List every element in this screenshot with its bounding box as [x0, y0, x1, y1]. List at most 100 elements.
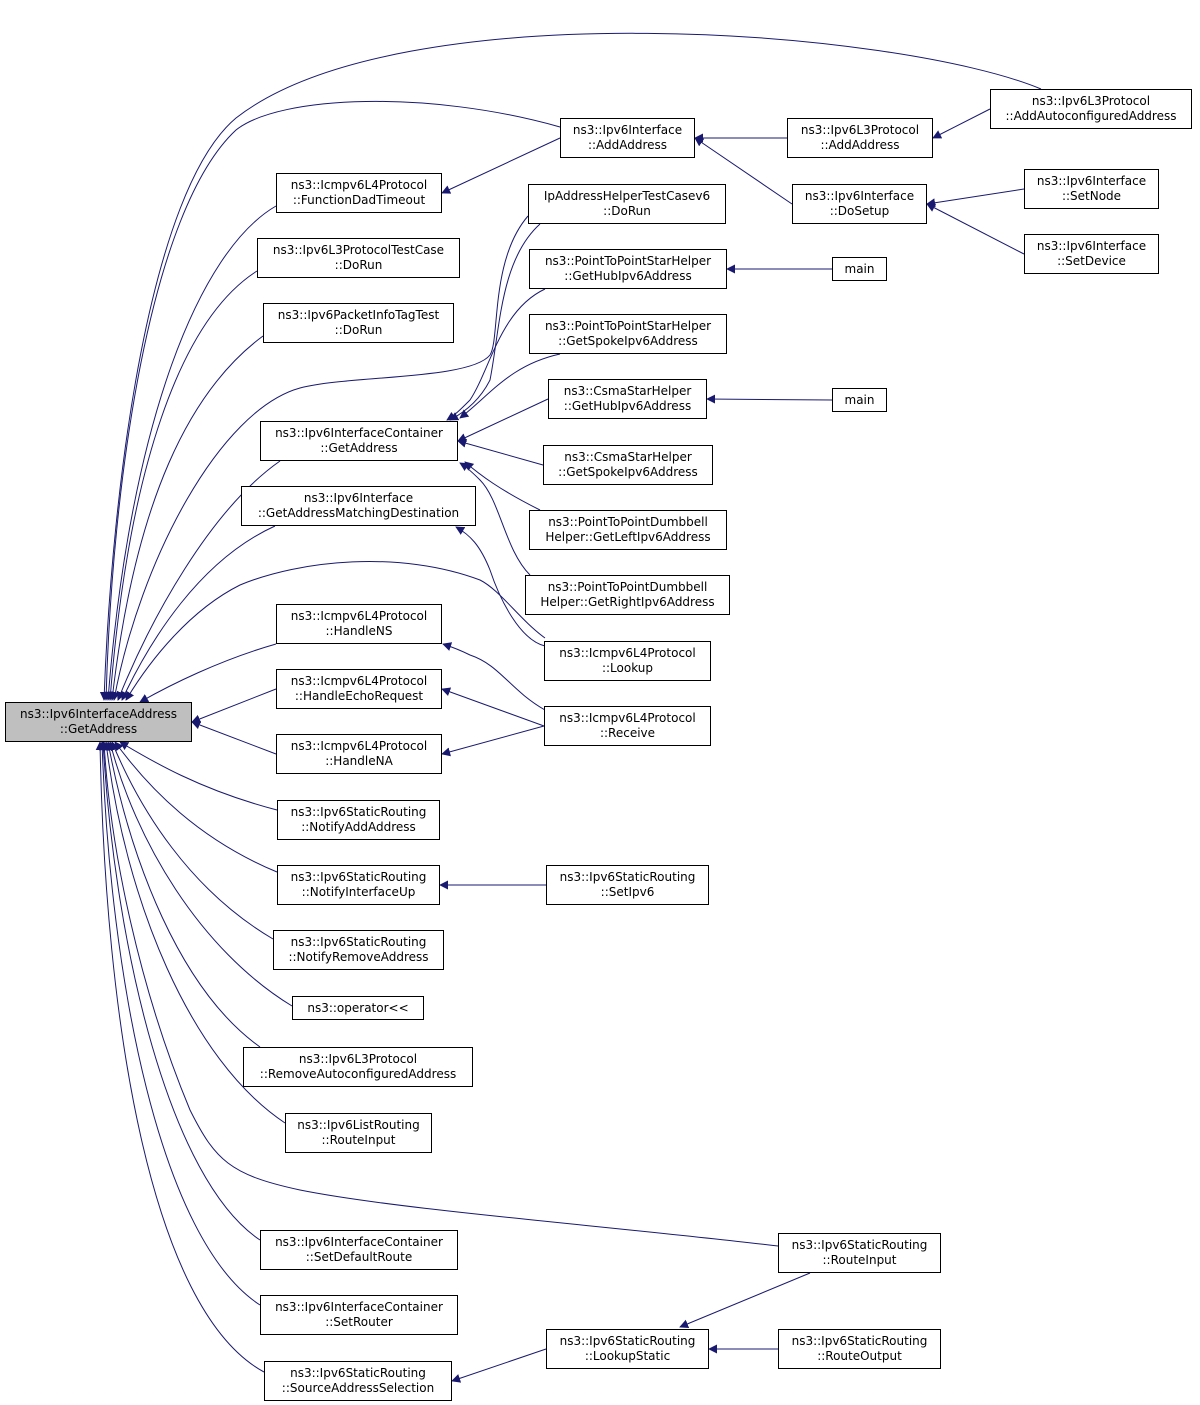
node-if-setdevice[interactable]: ns3::Ipv6Interface::SetDevice: [1024, 234, 1159, 274]
edge-sr-lookupstatic-to-sr-srcaddrsel: [451, 1348, 547, 1383]
node-p2pstar-spoke[interactable]: ns3::PointToPointStarHelper::GetSpokeIpv…: [529, 314, 727, 354]
node-ifc-setdefault[interactable]: ns3::Ipv6InterfaceContainer::SetDefaultR…: [260, 1230, 458, 1270]
node-label-line: ns3::CsmaStarHelper: [564, 450, 692, 464]
node-label-line: ::GetHubIpv6Address: [564, 269, 692, 283]
node-label-line: ns3::Ipv6L3ProtocolTestCase: [272, 243, 445, 257]
node-label-line: ::SetRouter: [325, 1315, 393, 1329]
node-sr-srcaddrsel[interactable]: ns3::Ipv6StaticRouting::SourceAddressSel…: [264, 1361, 452, 1401]
node-label-line: ::DoRun: [603, 204, 651, 218]
node-icmp-receive[interactable]: ns3::Icmpv6L4Protocol::Receive: [544, 706, 711, 746]
node-label-line: ns3::Ipv6Interface: [1036, 174, 1147, 188]
node-label-line: ::HandleEchoRequest: [294, 689, 424, 703]
node-label-line: ns3::Ipv6StaticRouting: [290, 805, 427, 819]
edge-l3test-dorun-to-root: [106, 270, 258, 701]
edge-sr-notifyup-to-root: [114, 741, 278, 873]
edge-if-getaddrmatch-to-root: [121, 525, 276, 701]
node-main2[interactable]: main: [832, 388, 887, 412]
node-label-line: ::DoSetup: [829, 204, 890, 218]
node-label-line: ::GetAddress: [320, 441, 398, 455]
node-icmp-echo[interactable]: ns3::Icmpv6L4Protocol::HandleEchoRequest: [276, 669, 442, 709]
node-label-line: ns3::Ipv6L3Protocol: [298, 1052, 418, 1066]
edge-icmp-receive-to-icmp-echo: [441, 687, 545, 727]
node-ifc-getaddress[interactable]: ns3::Ipv6InterfaceContainer::GetAddress: [260, 421, 458, 461]
node-iphelper-dorun[interactable]: IpAddressHelperTestCasev6::DoRun: [528, 184, 726, 224]
node-label-line: ns3::Ipv6PacketInfoTagTest: [277, 308, 440, 322]
node-label-line: ::LookupStatic: [584, 1349, 671, 1363]
node-label-line: ::RouteOutput: [817, 1349, 902, 1363]
node-label-line: ::RouteInput: [822, 1253, 897, 1267]
node-sr-setipv6[interactable]: ns3::Ipv6StaticRouting::SetIpv6: [546, 865, 709, 905]
node-label-line: ns3::CsmaStarHelper: [563, 384, 692, 398]
node-label-line: ::AddAutoconfiguredAddress: [1005, 109, 1177, 123]
edge-iphelper-dorun-to-ifc-getaddress: [449, 223, 541, 421]
node-label-line: ::HandleNA: [325, 754, 393, 768]
edge-icmp-receive-to-icmp-handlena: [441, 725, 545, 757]
edge-csma-spoke-to-ifc-getaddress: [457, 438, 544, 466]
node-sr-notifyremove[interactable]: ns3::Ipv6StaticRouting::NotifyRemoveAddr…: [273, 930, 444, 970]
node-main1[interactable]: main: [832, 257, 887, 281]
edge-if-setdevice-to-if-dosetup: [926, 203, 1025, 255]
node-label-line: ::GetSpokeIpv6Address: [558, 465, 698, 479]
node-label-line: ns3::Ipv6ListRouting: [297, 1118, 420, 1132]
node-label-line: ns3::Ipv6StaticRouting: [791, 1238, 928, 1252]
node-sr-lookupstatic[interactable]: ns3::Ipv6StaticRouting::LookupStatic: [546, 1329, 709, 1369]
node-label-line: ::SetDevice: [1057, 254, 1126, 268]
node-l3-addaddress[interactable]: ns3::Ipv6L3Protocol::AddAddress: [787, 118, 933, 158]
node-label-line: ns3::PointToPointStarHelper: [544, 319, 712, 333]
node-label-line: ::AddAddress: [587, 138, 668, 152]
node-sr-notifyadd[interactable]: ns3::Ipv6StaticRouting::NotifyAddAddress: [277, 800, 440, 840]
node-if-dosetup[interactable]: ns3::Ipv6Interface::DoSetup: [792, 184, 927, 224]
node-p2pstar-hub[interactable]: ns3::PointToPointStarHelper::GetHubIpv6A…: [529, 249, 727, 289]
node-label-line: ns3::Icmpv6L4Protocol: [559, 711, 696, 725]
node-icmp-lookup[interactable]: ns3::Icmpv6L4Protocol::Lookup: [544, 641, 711, 681]
node-l3test-dorun[interactable]: ns3::Ipv6L3ProtocolTestCase::DoRun: [257, 238, 460, 278]
node-label-line: ::GetHubIpv6Address: [563, 399, 692, 413]
node-label-line: Helper::GetRightIpv6Address: [540, 595, 715, 609]
edge-iphelper-dorun-to-root: [111, 215, 529, 701]
node-label-line: ns3::Icmpv6L4Protocol: [290, 739, 428, 753]
node-label-line: ns3::Icmpv6L4Protocol: [290, 609, 428, 623]
edge-db-left-to-ifc-getaddress: [464, 461, 541, 511]
node-label-line: ::AddAddress: [820, 138, 900, 152]
edge-csma-hub-to-ifc-getaddress: [457, 398, 549, 442]
node-label-line: ns3::Ipv6Interface: [1036, 239, 1147, 253]
node-label-line: ::Receive: [599, 726, 656, 740]
edge-sr-routeinput-to-sr-lookupstatic: [679, 1272, 811, 1329]
node-label-line: ns3::PointToPointStarHelper: [544, 254, 712, 268]
node-if-addaddress[interactable]: ns3::Ipv6Interface::AddAddress: [560, 118, 695, 158]
node-sr-notifyup[interactable]: ns3::Ipv6StaticRouting::NotifyInterfaceU…: [277, 865, 440, 905]
node-csma-spoke[interactable]: ns3::CsmaStarHelper::GetSpokeIpv6Address: [543, 445, 713, 485]
node-lr-routeinput[interactable]: ns3::Ipv6ListRouting::RouteInput: [285, 1113, 432, 1153]
node-label-line: ::GetAddress: [59, 722, 138, 736]
node-label-line: ns3::operator<<: [307, 1000, 409, 1015]
node-label-line: ns3::PointToPointDumbbell: [547, 580, 708, 594]
edge-op-shift-to-root: [107, 741, 293, 1007]
edge-icmp-receive-to-icmp-handlens: [442, 642, 546, 711]
edge-if-dosetup-to-if-addaddress: [694, 137, 793, 205]
node-pktinfo-dorun[interactable]: ns3::Ipv6PacketInfoTagTest::DoRun: [263, 303, 454, 343]
node-l3-addautoconf[interactable]: ns3::Ipv6L3Protocol::AddAutoconfiguredAd…: [990, 89, 1192, 129]
node-csma-hub[interactable]: ns3::CsmaStarHelper::GetHubIpv6Address: [548, 379, 707, 419]
node-if-setnode[interactable]: ns3::Ipv6Interface::SetNode: [1024, 169, 1159, 209]
node-icmp-handlens[interactable]: ns3::Icmpv6L4Protocol::HandleNS: [276, 604, 442, 644]
node-icmp-dad[interactable]: ns3::Icmpv6L4Protocol::FunctionDadTimeou…: [276, 173, 442, 213]
node-op-shift[interactable]: ns3::operator<<: [292, 996, 424, 1020]
edge-ifc-setdefault-to-root: [98, 741, 261, 1241]
node-l3-removeautoconf[interactable]: ns3::Ipv6L3Protocol::RemoveAutoconfigure…: [243, 1047, 473, 1087]
node-sr-routeinput[interactable]: ns3::Ipv6StaticRouting::RouteInput: [778, 1233, 941, 1273]
edge-ifc-getaddress-to-root: [116, 460, 281, 701]
node-label-line: ::HandleNS: [325, 624, 393, 638]
node-label-line: IpAddressHelperTestCasev6: [543, 189, 711, 203]
node-sr-routeoutput[interactable]: ns3::Ipv6StaticRouting::RouteOutput: [778, 1329, 941, 1369]
node-label-line: ns3::Ipv6StaticRouting: [559, 1334, 696, 1348]
node-if-getaddrmatch[interactable]: ns3::Ipv6Interface::GetAddressMatchingDe…: [241, 486, 476, 526]
node-ifc-setrouter[interactable]: ns3::Ipv6InterfaceContainer::SetRouter: [260, 1295, 458, 1335]
node-label-line: ::GetSpokeIpv6Address: [558, 334, 698, 348]
node-label-line: ::RemoveAutoconfiguredAddress: [259, 1067, 457, 1081]
node-icmp-handlena[interactable]: ns3::Icmpv6L4Protocol::HandleNA: [276, 734, 442, 774]
node-label-line: ns3::Ipv6L3Protocol: [800, 123, 920, 137]
node-root: ns3::Ipv6InterfaceAddress::GetAddress: [5, 702, 192, 742]
node-label-line: ns3::Ipv6InterfaceContainer: [275, 1235, 443, 1249]
